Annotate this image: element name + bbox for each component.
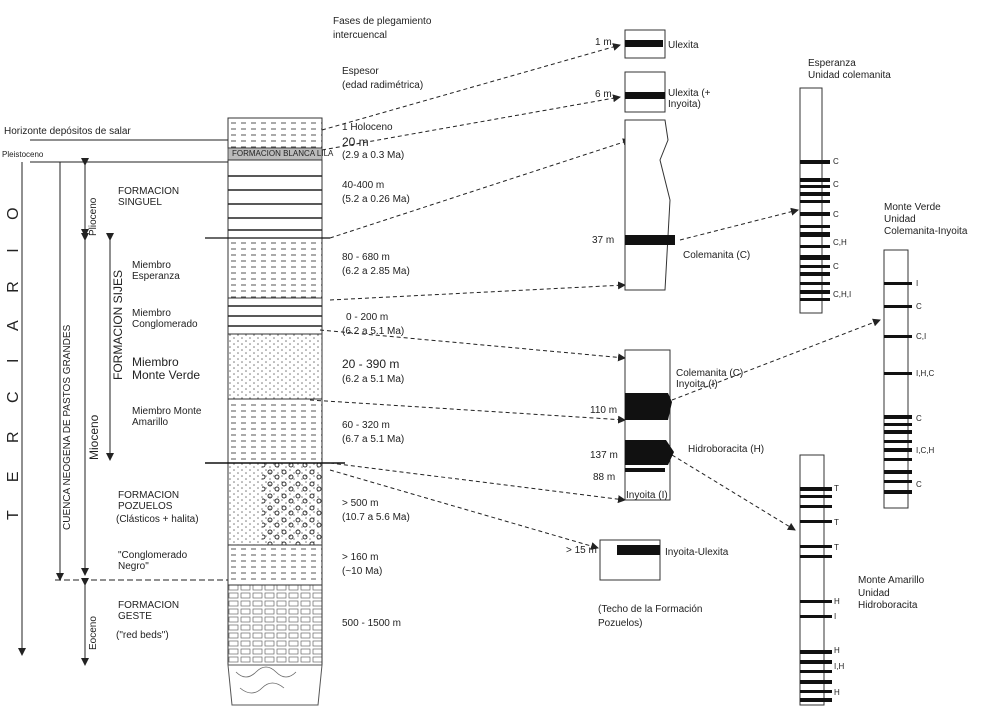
group-label: FORMACION SIJES (111, 269, 125, 380)
era-label: T E R C I A R I O (5, 195, 22, 520)
unit-name-3: Miembro Esperanza (132, 260, 180, 282)
depth-2: 37 m (592, 235, 615, 246)
monte-verde-mark-1: C (916, 302, 922, 311)
thickness-5: 20 - 390 m (342, 357, 400, 371)
depth-4: 137 m (590, 450, 618, 461)
unit-name-2: FORMACION SINGUEL (118, 186, 180, 208)
thickness-8: > 160 m (342, 552, 379, 563)
unit-name-9: FORMACION GESTE (118, 600, 180, 622)
monte-amarillo-mark-2: T (834, 543, 839, 552)
unit-name-5: Miembro Monte Verde (132, 355, 201, 382)
pleistocene-label: Pleistoceno (2, 150, 44, 159)
monte-verde-subtitle2: Colemanita-Inyoita (884, 226, 968, 237)
esperanza-mark-2: C (833, 210, 839, 219)
basin-label: CUENCA NEOGENA DE PASTOS GRANDES (62, 324, 73, 530)
layer-1: Ulexita (+ Inyoita) (668, 88, 711, 110)
unit-sub-9: ("red beds") (116, 630, 169, 641)
unit-name-8: "Conglomerado Negro" (118, 550, 188, 572)
monte-amarillo-mark-5: H (834, 646, 840, 655)
esperanza-column (799, 87, 830, 314)
middle-column-layers (617, 40, 675, 555)
monte-verde-mark-2: C,I (916, 332, 927, 341)
layer-4: Hidroboracita (H) (688, 444, 765, 455)
depth-0: 1 m (595, 37, 612, 48)
unit-name-1: FORMACION BLANCA LILA (232, 149, 334, 158)
unit-name-0: Horizonte depósitos de salar (4, 126, 131, 137)
note-intercuencal: intercuencal (333, 30, 387, 41)
middle-columns (599, 29, 671, 581)
note-fases: Fases de plegamiento (333, 16, 432, 27)
monte-amarillo-mark-6: I,H (834, 662, 845, 671)
note-edad: (edad radimétrica) (342, 80, 424, 91)
thickness-7: > 500 m (342, 498, 379, 509)
esperanza-title: Esperanza (808, 58, 856, 69)
depth-3: 110 m (590, 405, 618, 416)
thickness-9: 500 - 1500 m (342, 618, 401, 629)
monte-verde-column (883, 249, 912, 509)
age-6: (6.7 a 5.1 Ma) (342, 434, 405, 445)
esperanza-mark-3: C,H (833, 238, 847, 247)
unit-sub-7: (Clásticos + halita) (116, 514, 199, 525)
unit-name-4: Miembro Conglomerado (132, 308, 198, 330)
pliocene-label: Plioceno (88, 197, 99, 236)
depth-5: 88 m (593, 472, 616, 483)
age-7: (10.7 a 5.6 Ma) (342, 512, 410, 523)
left-brackets (18, 139, 228, 666)
monte-verde-mark-4: C (916, 414, 922, 423)
thickness-2: 40-400 m (342, 180, 385, 191)
layer-6: Inyoita-Ulexita (665, 547, 729, 558)
age-3: (6.2 a 2.85 Ma) (342, 266, 410, 277)
layer-5: Inyoita (I) (626, 490, 668, 501)
monte-verde-mark-0: I (916, 279, 919, 288)
monte-verde-subtitle: Unidad (884, 214, 916, 225)
age-8: (~10 Ma) (342, 566, 383, 577)
monte-amarillo-title: Monte Amarillo (858, 575, 925, 586)
age-2: (5.2 a 0.26 Ma) (342, 194, 410, 205)
layer-3: Colemanita (C) Inyoita (I) (676, 368, 744, 390)
monte-verde-title: Monte Verde (884, 202, 941, 213)
unit-name-6: Miembro Monte Amarillo (132, 406, 202, 428)
unit-name-7: FORMACION POZUELOS (118, 490, 180, 512)
depth-1: 6 m (595, 89, 612, 100)
thickness-1: 20 m (342, 135, 369, 149)
monte-amarillo-subtitle2: Hidroboracita (858, 600, 918, 611)
esperanza-mark-0: C (833, 157, 839, 166)
thickness-4: 0 - 200 m (346, 312, 389, 323)
monte-verde-mark-5: I,C,H (916, 446, 935, 455)
main-column (205, 117, 345, 706)
esperanza-mark-5: C,H,I (833, 290, 852, 299)
age-4: (6.2 a 5.1 Ma) (342, 326, 405, 337)
footnote-line2: Pozuelos) (598, 618, 643, 629)
layer-2: Colemanita (C) (683, 250, 751, 261)
age-5: (6.2 a 5.1 Ma) (342, 374, 405, 385)
miocene-label: Mioceno (87, 414, 101, 460)
thickness-6: 60 - 320 m (342, 420, 390, 431)
eocene-label: Eoceno (88, 616, 99, 650)
monte-verde-mark-6: C (916, 480, 922, 489)
depth-6: > 15 m (566, 545, 597, 556)
monte-amarillo-mark-0: T (834, 484, 839, 493)
note-espesor: Espesor (342, 66, 379, 77)
footnote-line1: (Techo de la Formación (598, 604, 703, 615)
thickness-0: 1 Holoceno (342, 122, 393, 133)
monte-verde-mark-3: I,H,C (916, 369, 935, 378)
monte-amarillo-mark-1: T (834, 518, 839, 527)
esperanza-subtitle: Unidad colemanita (808, 70, 891, 81)
monte-amarillo-mark-4: I (834, 612, 837, 621)
monte-amarillo-mark-7: H (834, 688, 840, 697)
esperanza-mark-4: C (833, 262, 839, 271)
esperanza-mark-1: C (833, 180, 839, 189)
layer-0: Ulexita (668, 40, 699, 51)
monte-amarillo-subtitle: Unidad (858, 588, 890, 599)
monte-amarillo-column (799, 454, 832, 706)
thickness-3: 80 - 680 m (342, 252, 390, 263)
monte-amarillo-mark-3: H (834, 597, 840, 606)
correlation-arrows (309, 43, 881, 550)
age-1: (2.9 a 0.3 Ma) (342, 150, 405, 161)
